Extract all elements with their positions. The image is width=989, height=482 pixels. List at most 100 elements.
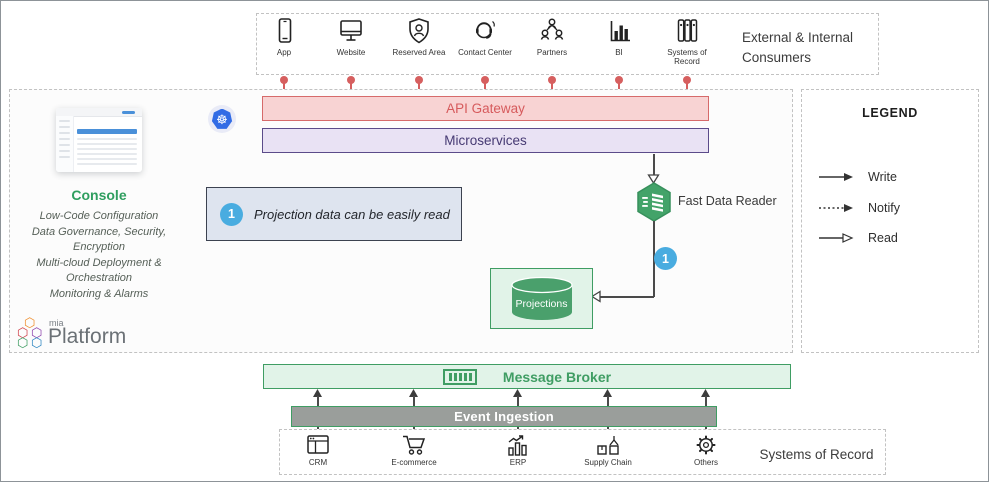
logo-mia-text: mia — [49, 318, 64, 328]
projections-label: Projections — [515, 297, 568, 310]
read-arrowhead-left-icon — [591, 290, 601, 303]
api-gateway-label: API Gateway — [446, 101, 525, 116]
consumer-systems-of-record: Systems of Record — [655, 17, 719, 66]
consumers-section-label: External & Internal Consumers — [742, 30, 854, 65]
shopping-cart-icon — [403, 435, 426, 455]
supply-chain-icon — [597, 436, 619, 455]
erp-chart-icon — [508, 435, 527, 456]
system-label: Supply Chain — [584, 458, 632, 467]
message-broker-bar: Message Broker — [263, 364, 791, 389]
legend-row-write: Write — [818, 170, 897, 184]
write-arrow-icon — [819, 173, 853, 181]
systems-of-record-panel — [279, 429, 886, 475]
systems-of-record-section-label: Systems of Record — [759, 447, 874, 462]
console-screenshot — [56, 108, 142, 172]
system-label: E-commerce — [391, 458, 437, 467]
write-arrowhead-icon — [409, 389, 418, 397]
legend-title: LEGEND — [862, 106, 918, 120]
crm-window-icon — [307, 435, 329, 454]
consumer-label: Website — [336, 48, 366, 57]
consumer-contact-center: Contact Center — [453, 17, 517, 57]
logo-platform-text: Platform — [48, 325, 127, 348]
event-ingestion-bar: Event Ingestion — [291, 406, 717, 427]
write-arrowhead-icon — [313, 389, 322, 397]
consumer-label: BI — [615, 48, 623, 57]
system-label: ERP — [509, 458, 527, 467]
queue-icon — [442, 368, 477, 385]
system-ecommerce: E-commerce — [374, 434, 454, 467]
write-arrowhead-icon — [701, 389, 710, 397]
feature-line: Orchestration — [65, 272, 133, 284]
api-gateway-bar: API Gateway — [262, 96, 709, 121]
feature-line: Data Governance, Security, — [31, 225, 167, 238]
connector-dot — [415, 76, 423, 84]
flow-line — [607, 396, 609, 406]
notify-arrow-icon — [819, 204, 853, 212]
event-ingestion-label: Event Ingestion — [454, 409, 554, 424]
connector-dot — [615, 76, 623, 84]
logo-hexagon-green: ⬡ — [17, 335, 29, 350]
system-crm: CRM — [278, 434, 358, 467]
consumer-website: Website — [319, 17, 383, 57]
system-erp: ERP — [478, 434, 558, 467]
kubernetes-badge: ☸ — [208, 105, 236, 133]
flow-line — [413, 396, 415, 406]
fast-data-reader-icon — [637, 182, 671, 222]
microservices-bar: Microservices — [262, 128, 709, 153]
console-features: Low-Code Configuration Data Governance, … — [11, 209, 187, 302]
consumer-bi: BI — [587, 17, 651, 57]
flow-line — [517, 396, 519, 406]
gear-icon — [696, 435, 716, 455]
system-supply-chain: Supply Chain — [568, 434, 648, 467]
connector-dot — [548, 76, 556, 84]
projections-box: Projections — [490, 268, 593, 329]
feature-line: Encryption — [73, 241, 125, 253]
logo-hexagon-purple: ⬡ — [31, 325, 43, 340]
legend-label: Read — [868, 231, 898, 245]
feature-line: Low-Code Configuration — [39, 210, 159, 222]
monitor-icon — [340, 20, 362, 41]
mia-platform-logo: ⬡ ⬡ ⬡ ⬡ ⬡ mia Platform — [15, 316, 145, 354]
logo-hexagon-blue: ⬡ — [31, 335, 43, 350]
connector-dot — [481, 76, 489, 84]
consumers-panel — [256, 13, 879, 75]
feature-line: Monitoring & Alarms — [49, 287, 149, 300]
system-label: Others — [693, 458, 718, 467]
flow-line — [705, 396, 707, 406]
fast-data-reader-label: Fast Data Reader — [678, 194, 777, 208]
shield-user-icon — [409, 18, 429, 44]
read-arrow-icon — [819, 233, 854, 243]
flow-step-badge: 1 — [654, 247, 677, 270]
connector-dot — [683, 76, 691, 84]
legend-row-notify: Notify — [818, 201, 900, 215]
flow-line — [317, 396, 319, 406]
consumer-reserved-area: Reserved Area — [387, 17, 451, 57]
callout-text: Projection data can be easily read — [254, 206, 450, 222]
kubernetes-icon: ☸ — [211, 108, 233, 129]
legend-label: Notify — [868, 201, 900, 215]
consumer-app: App — [252, 17, 316, 57]
legend-row-read: Read — [818, 231, 898, 245]
flow-line — [600, 296, 654, 298]
consumer-label: Systems of Record — [667, 48, 707, 66]
connector-dot — [280, 76, 288, 84]
bar-chart-icon — [610, 21, 630, 42]
smartphone-icon — [278, 18, 292, 43]
callout-note: 1 Projection data can be easily read — [206, 187, 462, 241]
flow-line — [653, 154, 655, 175]
connector-dot — [347, 76, 355, 84]
flow-line — [653, 221, 655, 297]
logo-hexagon-red: ⬡ — [17, 325, 29, 340]
console-title: Console — [71, 187, 127, 203]
read-arrowhead-down-icon — [647, 174, 660, 184]
people-network-icon — [540, 18, 564, 40]
message-broker-label: Message Broker — [502, 368, 612, 385]
consumer-partners: Partners — [520, 17, 584, 57]
logo-hexagon-orange: ⬡ — [24, 315, 36, 330]
microservices-label: Microservices — [444, 133, 527, 148]
consumer-label: Partners — [536, 48, 568, 57]
consumer-label: Reserved Area — [392, 48, 446, 57]
consumer-label: App — [276, 48, 292, 57]
callout-badge: 1 — [220, 202, 243, 226]
